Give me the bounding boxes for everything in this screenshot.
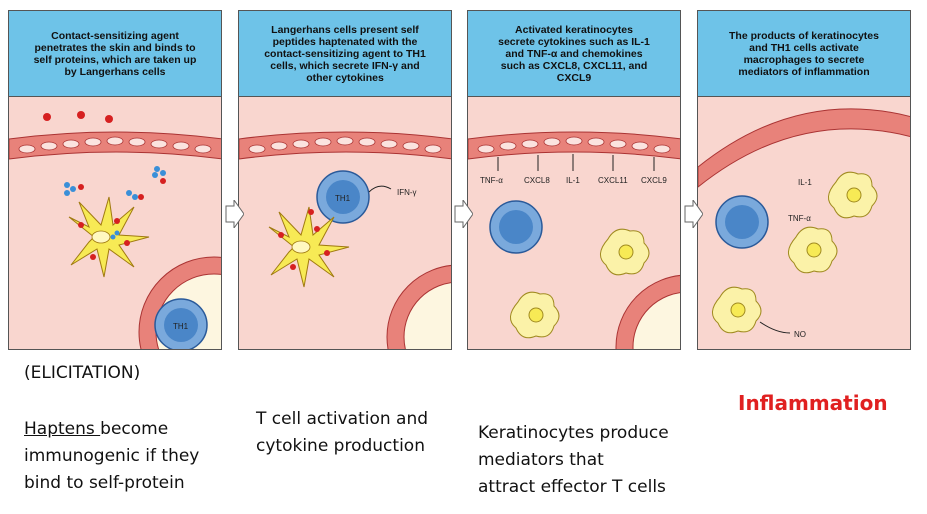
kera-line2: mediators that <box>478 450 604 470</box>
haptens-line3: bind to self-protein <box>24 473 185 493</box>
langerhans-cell-shape <box>68 196 150 278</box>
th1-cell: TH1 <box>316 170 370 224</box>
secretion-arrow <box>368 185 392 193</box>
inflammation-label: Inflammation <box>738 391 888 415</box>
panel-3-header: Activated keratinocytes secrete cytokine… <box>468 11 680 97</box>
cytokine-label: CXCL9 <box>641 176 667 185</box>
il1-label: IL-1 <box>798 178 812 187</box>
macrophage <box>788 226 838 274</box>
panel-1-header-text: Contact-sensitizing agent penetrates the… <box>33 29 197 78</box>
th1-cell <box>489 200 543 254</box>
th1-cell <box>715 195 769 249</box>
tcell-line2: cytokine production <box>256 436 425 456</box>
panel-4-header-text: The products of keratinocytes and TH1 ce… <box>729 29 879 78</box>
tcell-caption: T cell activation and cytokine productio… <box>256 406 428 460</box>
no-arrow <box>759 321 791 334</box>
panel-1-illustration: TH1 <box>9 111 221 349</box>
th1-label: TH1 <box>335 194 351 203</box>
elicitation-label: (ELICITATION) <box>24 363 141 383</box>
cytokine-label: CXCL11 <box>598 176 628 185</box>
arrow-right-icon <box>454 200 473 228</box>
haptens-line2: immunogenic if they <box>24 446 200 466</box>
panel-4-header: The products of keratinocytes and TH1 ce… <box>698 11 910 97</box>
macrophage <box>510 291 560 339</box>
haptens-rest: become <box>100 419 169 439</box>
tnf-label: TNF-α <box>788 214 811 223</box>
cytokine-label: CXCL8 <box>524 176 550 185</box>
no-label: NO <box>794 330 806 339</box>
panel-3: Activated keratinocytes secrete cytokine… <box>467 10 681 350</box>
panel-3-illustration: TNF-α CXCL8 IL-1 CXCL11 CXCL9 <box>468 131 680 349</box>
macrophage <box>712 286 762 334</box>
cytokine-label: TNF-α <box>480 176 503 185</box>
kera-line3: attract effector T cells <box>478 477 666 497</box>
panel-2-header-text: Langerhans cells present self peptides h… <box>264 23 426 84</box>
macrophage <box>600 228 650 276</box>
tcell-line1: T cell activation and <box>256 409 429 429</box>
ifn-gamma-label: IFN-γ <box>397 188 417 197</box>
th1-label: TH1 <box>173 322 189 331</box>
panel-4: The products of keratinocytes and TH1 ce… <box>697 10 911 350</box>
arrow-right-icon <box>684 200 703 228</box>
haptens-underlined: Haptens <box>24 419 101 439</box>
vessel <box>386 264 451 349</box>
panel-3-header-text: Activated keratinocytes secrete cytokine… <box>498 23 650 84</box>
panel-1: Contact-sensitizing agent penetrates the… <box>8 10 222 350</box>
keratinocyte-caption: Keratinocytes produce mediators that att… <box>478 420 669 501</box>
panel-2: Langerhans cells present self peptides h… <box>238 10 452 350</box>
arrow-right-icon <box>225 200 244 228</box>
vessel <box>615 274 680 349</box>
panel-4-illustration: IL-1 TNF-α NO <box>698 108 910 339</box>
panel-2-illustration: TH1 IFN-γ <box>239 131 451 349</box>
kera-line1: Keratinocytes produce <box>478 423 669 443</box>
panel-1-header: Contact-sensitizing agent penetrates the… <box>9 11 221 97</box>
macrophage <box>828 171 878 219</box>
cytokine-label: IL-1 <box>566 176 580 185</box>
langerhans-cell-shape <box>268 206 350 288</box>
th1-cell: TH1 <box>154 298 208 349</box>
panel-2-header: Langerhans cells present self peptides h… <box>239 11 451 97</box>
haptens-caption: Haptens become immunogenic if they bind … <box>24 416 199 497</box>
